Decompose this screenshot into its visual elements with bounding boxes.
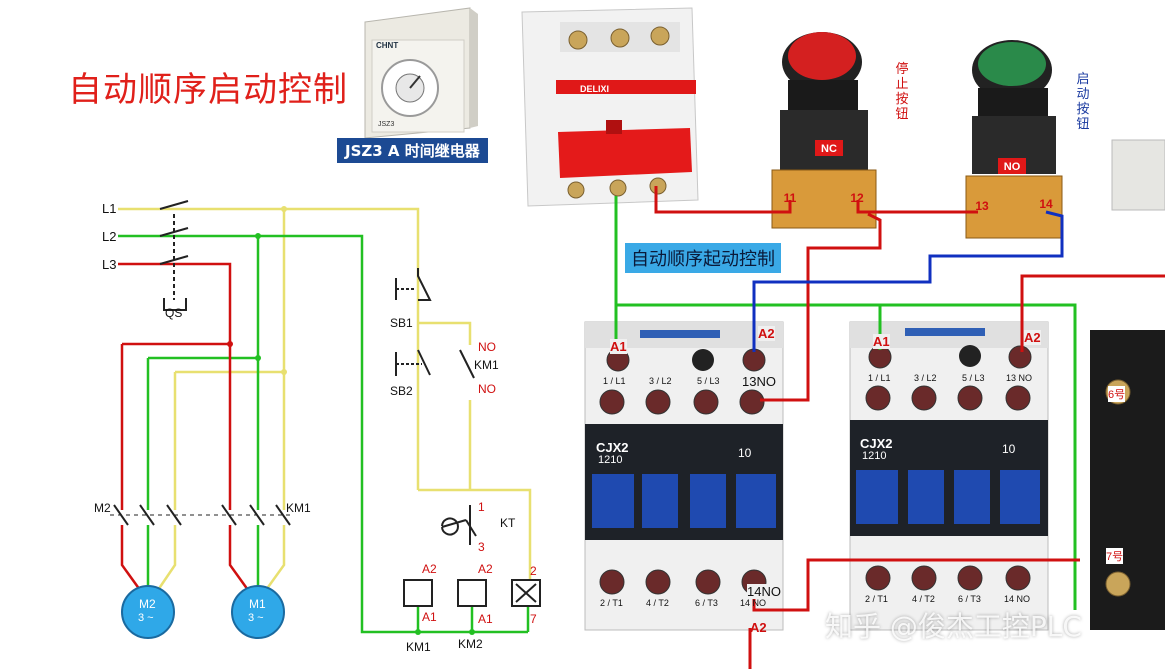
contactor1-t2: 3 / L2 [649,376,672,386]
km1-coil-label: KM1 [406,640,431,654]
start-terminal-14: 14 [1039,197,1053,211]
timer-relay-label: JSZ3 A 时间继电器 [337,138,488,163]
relay-pin7-label: 7号 [1106,548,1124,564]
contactor1-aux: 10 [738,446,752,460]
control-contact-symbols [395,268,475,379]
contactor2-rating: 1210 [862,450,887,462]
contactor1-b1: 2 / T1 [600,598,623,608]
sb1-label: SB1 [390,316,413,330]
timer-contact-symbol [441,505,477,545]
contactor1-14no-note: 14NO [747,584,781,599]
contactor-1-photo [584,321,784,631]
edge-device-photo [1111,139,1165,211]
page-title: 自动顺序启动控制 [68,70,348,110]
breaker-brand: DELIXI [580,84,609,94]
km1-coil-a2: A2 [422,562,437,576]
km2-contact-label: M2 [94,501,111,515]
stop-terminal-11: 11 [784,191,797,205]
contactor2-a2: A2 [1024,330,1041,345]
contactor-2-photo [849,321,1049,631]
kt-pin-1: 1 [478,500,485,514]
photo-wires [614,186,1165,669]
km1-contact-label: KM1 [286,501,311,515]
contactor2-t2: 3 / L2 [914,373,937,383]
relay-pin6-label: 6号 [1108,386,1126,402]
contactor2-b1: 2 / T1 [865,594,888,604]
contactor2-a1: A1 [873,334,890,349]
contactor1-a1: A1 [610,339,627,354]
start-button-photo: NO 13 14 [965,40,1063,239]
stop-button-photo: NC 11 12 [771,32,877,229]
no-label-top: NO [478,340,496,354]
kt-pin-7: 7 [530,612,537,626]
motor-symbols [121,585,285,639]
diagram-caption: 自动顺序起动控制 [625,243,781,273]
phase-l1: L1 [102,201,117,216]
start-contact-label: NO [1004,161,1021,173]
contactor1-model: CJX2 [596,440,629,455]
motor1-sub: 3 ~ [248,612,264,624]
contactor1-b4: 14 NO [740,598,767,608]
contactor2-b3: 6 / T3 [958,594,981,604]
junction-dots [281,206,287,375]
contactor2-model: CJX2 [860,436,893,451]
schematic-wires [118,207,532,634]
circuit-breaker-photo: DELIXI [521,7,699,207]
main-contact-symbols [110,504,291,526]
sb2-label: SB2 [390,384,413,398]
start-terminal-13: 13 [975,199,989,213]
contactor1-13no-note: 13NO [742,374,776,389]
contactor1-a2-bottom: A2 [750,620,767,635]
stop-contact-label: NC [821,143,837,155]
contactor2-b2: 4 / T2 [912,594,935,604]
start-button-label: 启动按钮 [1076,72,1090,132]
coil-symbols [403,579,541,607]
qs-label: QS [165,306,183,320]
qs-switch-symbol [159,200,189,311]
contactor1-b2: 4 / T2 [646,598,669,608]
kt-pin-2: 2 [530,564,537,578]
timer-brand: CHNT [376,41,398,50]
phase-l2: L2 [102,229,117,244]
contactor1-rating: 1210 [598,454,623,466]
contactor2-t1: 1 / L1 [868,373,891,383]
timer-model: JSZ3 [378,121,394,128]
relay-base-photo [1090,330,1165,630]
contactor2-t3: 5 / L3 [962,373,985,383]
km2-coil-label: KM2 [458,637,483,651]
km1-aux-label: KM1 [474,358,499,372]
motor2-name: M2 [139,597,156,611]
kt-label: KT [500,516,516,530]
km2-coil-a2: A2 [478,562,493,576]
watermark: 知乎 @俊杰工控PLC [825,610,1082,643]
stop-terminal-12: 12 [850,191,864,205]
km2-coil-a1: A1 [478,612,493,626]
km1-coil-a1: A1 [422,610,437,624]
contactor1-t3: 5 / L3 [697,376,720,386]
motor2-sub: 3 ~ [138,612,154,624]
no-label-bottom: NO [478,382,496,396]
kt-pin-3: 3 [478,540,485,554]
timer-relay-photo: CHNT JSZ3 [364,7,478,139]
contactor1-a2: A2 [758,326,775,341]
contactor2-aux: 10 [1002,442,1016,456]
stop-button-label: 停止按钮 [895,62,909,122]
phase-l3: L3 [102,257,117,272]
contactor2-b4: 14 NO [1004,594,1031,604]
contactor2-t4: 13 NO [1006,373,1033,383]
contactor1-b3: 6 / T3 [695,598,718,608]
contactor1-t1: 1 / L1 [603,376,626,386]
motor1-name: M1 [249,597,266,611]
